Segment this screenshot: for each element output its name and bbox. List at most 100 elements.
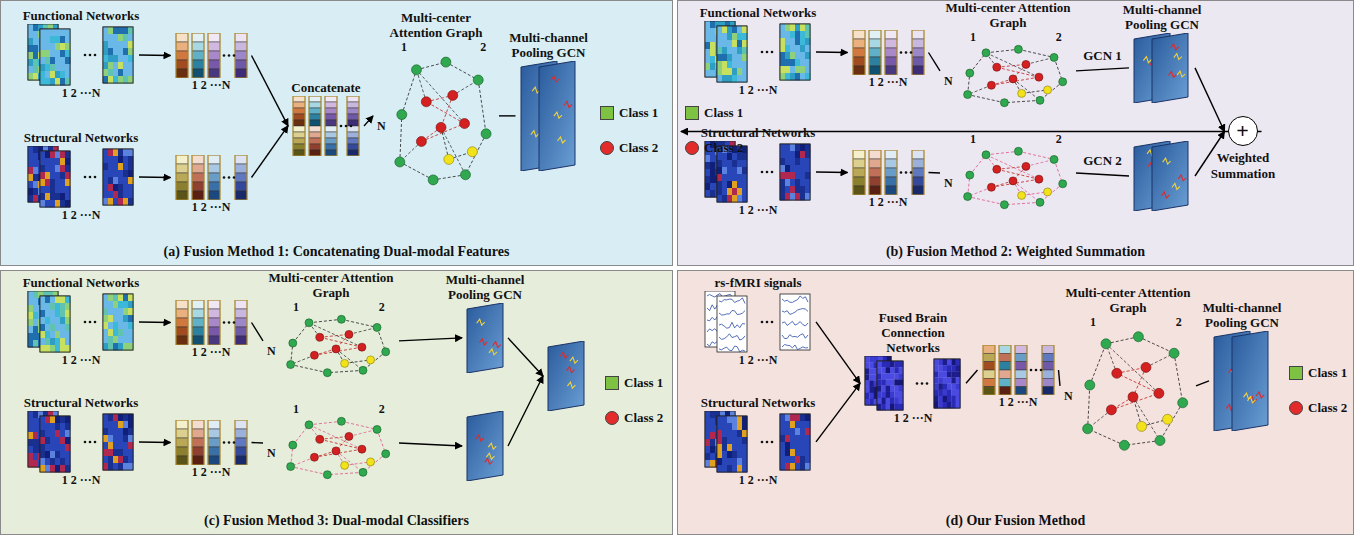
matrix-cell: [128, 308, 133, 315]
node-heading: Structural Networks: [688, 126, 828, 141]
matrix-cell: [890, 379, 895, 385]
graph-vertex: [1137, 421, 1147, 431]
matrix-cell: [45, 458, 50, 465]
legend-text: Class 1: [624, 375, 663, 391]
index-label: 1 2 ···N: [166, 200, 256, 214]
vector-cell: [885, 30, 897, 39]
matrix-cell: [55, 465, 60, 472]
matrix-cell: [33, 333, 38, 340]
matrix-cell: [45, 317, 50, 324]
matrix-cell: [33, 38, 38, 45]
matrix-cell: [128, 27, 133, 34]
matrix-cell: [886, 391, 891, 397]
matrix-cell: [65, 193, 70, 200]
matrix-cell: [727, 195, 732, 202]
matrix-cell: [60, 50, 65, 57]
graph-edge: [363, 352, 386, 371]
vector-border: [192, 155, 204, 200]
matrix-cell: [780, 151, 785, 158]
matrix-cell: [113, 27, 118, 34]
graph-vertex: [982, 49, 990, 57]
vector-cell: [309, 120, 321, 126]
graph-vertex: [287, 360, 295, 368]
matrix-cell: [800, 73, 805, 80]
matrix-cell: [800, 442, 805, 449]
matrix-cell: [877, 404, 882, 410]
matrix-cell: [50, 303, 55, 310]
matrix-cell: [55, 430, 60, 437]
matrix-cell: [50, 29, 55, 36]
vector-border: [869, 150, 881, 195]
matrix-cell: [710, 155, 715, 162]
graph-vertex: [1035, 175, 1043, 183]
matrix-cell: [108, 428, 113, 435]
network-stack: Fused Brain Connection Networks1 2 ···N: [853, 311, 973, 425]
ellipsis-dot: [94, 321, 97, 324]
matrix-cell: [795, 421, 800, 428]
matrix-cell: [722, 33, 727, 40]
graph-vertex: [337, 315, 345, 323]
matrix-cell: [790, 73, 795, 80]
attention-graph: Multi-center Attention Graph12N: [1063, 286, 1193, 456]
matrix-cell: [60, 331, 65, 338]
graph-vertex: [323, 471, 331, 479]
vector-cell: [235, 173, 247, 182]
ellipsis-dot: [232, 176, 235, 179]
connector: [1196, 381, 1209, 386]
vector-cell: [869, 39, 881, 48]
signal-trace: [719, 298, 745, 304]
matrix-cell: [943, 383, 948, 389]
graph-node-number: N: [1063, 390, 1074, 402]
matrix-cell: [33, 411, 38, 418]
matrix-cell: [103, 414, 108, 421]
matrix-cell: [722, 68, 727, 75]
matrix-cell: [795, 463, 800, 470]
graph-vertex: [310, 351, 318, 359]
vector-cell: [853, 186, 865, 195]
vector-cell: [912, 39, 924, 48]
matrix-cell: [886, 385, 891, 391]
matrix-cell: [894, 373, 899, 379]
matrix-cell: [45, 158, 50, 165]
matrix-cell: [33, 52, 38, 59]
matrix-cell: [103, 69, 108, 76]
node-figure: [519, 61, 579, 171]
matrix-cell: [45, 36, 50, 43]
matrix-cell: [65, 50, 70, 57]
matrix-cell: [732, 68, 737, 75]
matrix-cell: [118, 62, 123, 69]
matrix-cell: [705, 21, 710, 28]
matrix-cell: [727, 61, 732, 68]
vector-cell: [853, 48, 865, 57]
signal-trace: [719, 334, 745, 340]
graph-edge: [320, 439, 362, 449]
matrix-cell: [705, 446, 710, 453]
matrix-cell: [780, 456, 785, 463]
graph-vertex: [1036, 96, 1044, 104]
ellipsis-dot: [232, 441, 235, 444]
legend-text: Class 1: [619, 105, 658, 121]
matrix-cell: [123, 322, 128, 329]
matrix-cell: [890, 391, 895, 397]
matrix-cell: [785, 31, 790, 38]
matrix-cell: [55, 416, 60, 423]
matrix-cell: [123, 149, 128, 156]
matrix-cell: [60, 430, 65, 437]
matrix-cell: [780, 24, 785, 31]
matrix-cell: [894, 404, 899, 410]
matrix-cell: [118, 69, 123, 76]
feature-mark: [567, 367, 575, 373]
ellipsis-dot: [227, 321, 230, 324]
feature-mark: [557, 137, 565, 143]
feature-mark: [530, 131, 538, 137]
node-heading: Multi-channel Pooling GCN: [1118, 3, 1206, 33]
matrix-frame: [717, 416, 747, 472]
vector-cell: [885, 159, 897, 168]
matrix-cell: [947, 383, 952, 389]
matrix-cell: [805, 38, 810, 45]
matrix-cell: [33, 181, 38, 188]
vector-cell: [347, 120, 359, 126]
matrix-cell: [705, 35, 710, 42]
matrix-cell: [805, 24, 810, 31]
matrix-cell: [790, 165, 795, 172]
